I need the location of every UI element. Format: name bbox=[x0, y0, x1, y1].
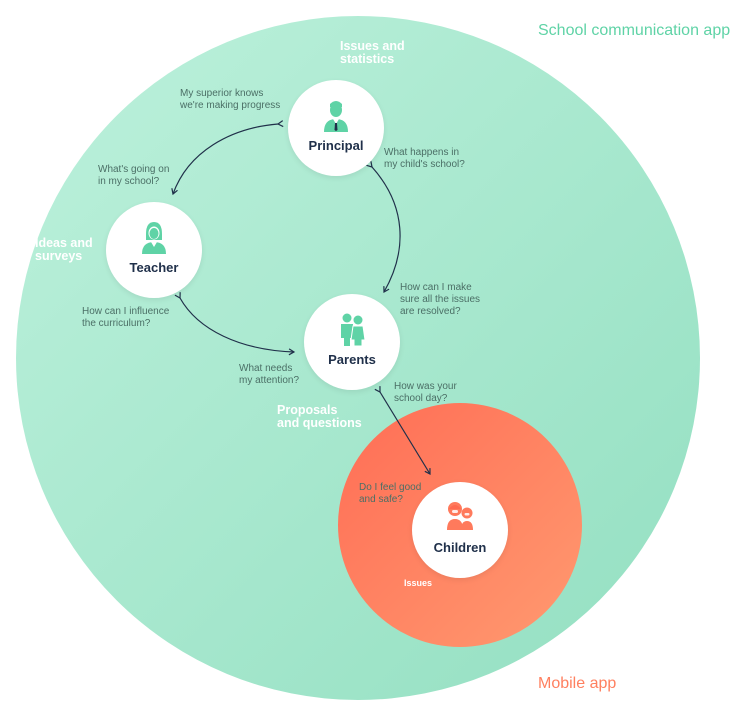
teacher-group-label: Ideas and surveys bbox=[35, 236, 93, 263]
question-superior: My superior knows we're making progress bbox=[180, 88, 281, 111]
arrow-principal-parents bbox=[366, 161, 401, 294]
principal-label: Principal bbox=[308, 138, 364, 153]
children-label: Children bbox=[433, 540, 487, 555]
teacher-label: Teacher bbox=[129, 260, 179, 275]
parents-label: Parents bbox=[328, 352, 376, 367]
principal-group-label: Issues and statistics bbox=[340, 39, 405, 66]
principal-icon bbox=[324, 101, 348, 132]
children-node: Children bbox=[412, 482, 508, 578]
question-going-on: What's going on in my school? bbox=[98, 164, 170, 187]
arrow-parents-children bbox=[374, 386, 431, 475]
school-app-title: School communication app bbox=[538, 22, 731, 39]
question-school-day: How was your school day? bbox=[394, 381, 457, 404]
principal-node: Principal bbox=[288, 80, 384, 176]
children-group-label: Issues bbox=[404, 578, 433, 588]
parents-group-label: Proposals and questions bbox=[277, 403, 362, 430]
children-icon bbox=[447, 502, 473, 530]
question-resolved: How can I make sure all the issues are r… bbox=[400, 282, 481, 317]
mobile-app-title: Mobile app bbox=[538, 675, 617, 692]
question-attention: What needs my attention? bbox=[239, 363, 300, 386]
parents-node: Parents bbox=[304, 294, 400, 390]
arrow-principal-teacher bbox=[171, 120, 284, 196]
teacher-node: Teacher bbox=[106, 202, 202, 298]
teacher-icon bbox=[142, 222, 166, 254]
question-feel-good: Do I feel good and safe? bbox=[359, 482, 422, 505]
arrow-teacher-parents bbox=[174, 292, 296, 356]
parents-icon bbox=[341, 313, 366, 346]
question-happens: What happens in my child's school? bbox=[384, 147, 465, 170]
question-influence: How can I influence the curriculum? bbox=[82, 306, 170, 329]
